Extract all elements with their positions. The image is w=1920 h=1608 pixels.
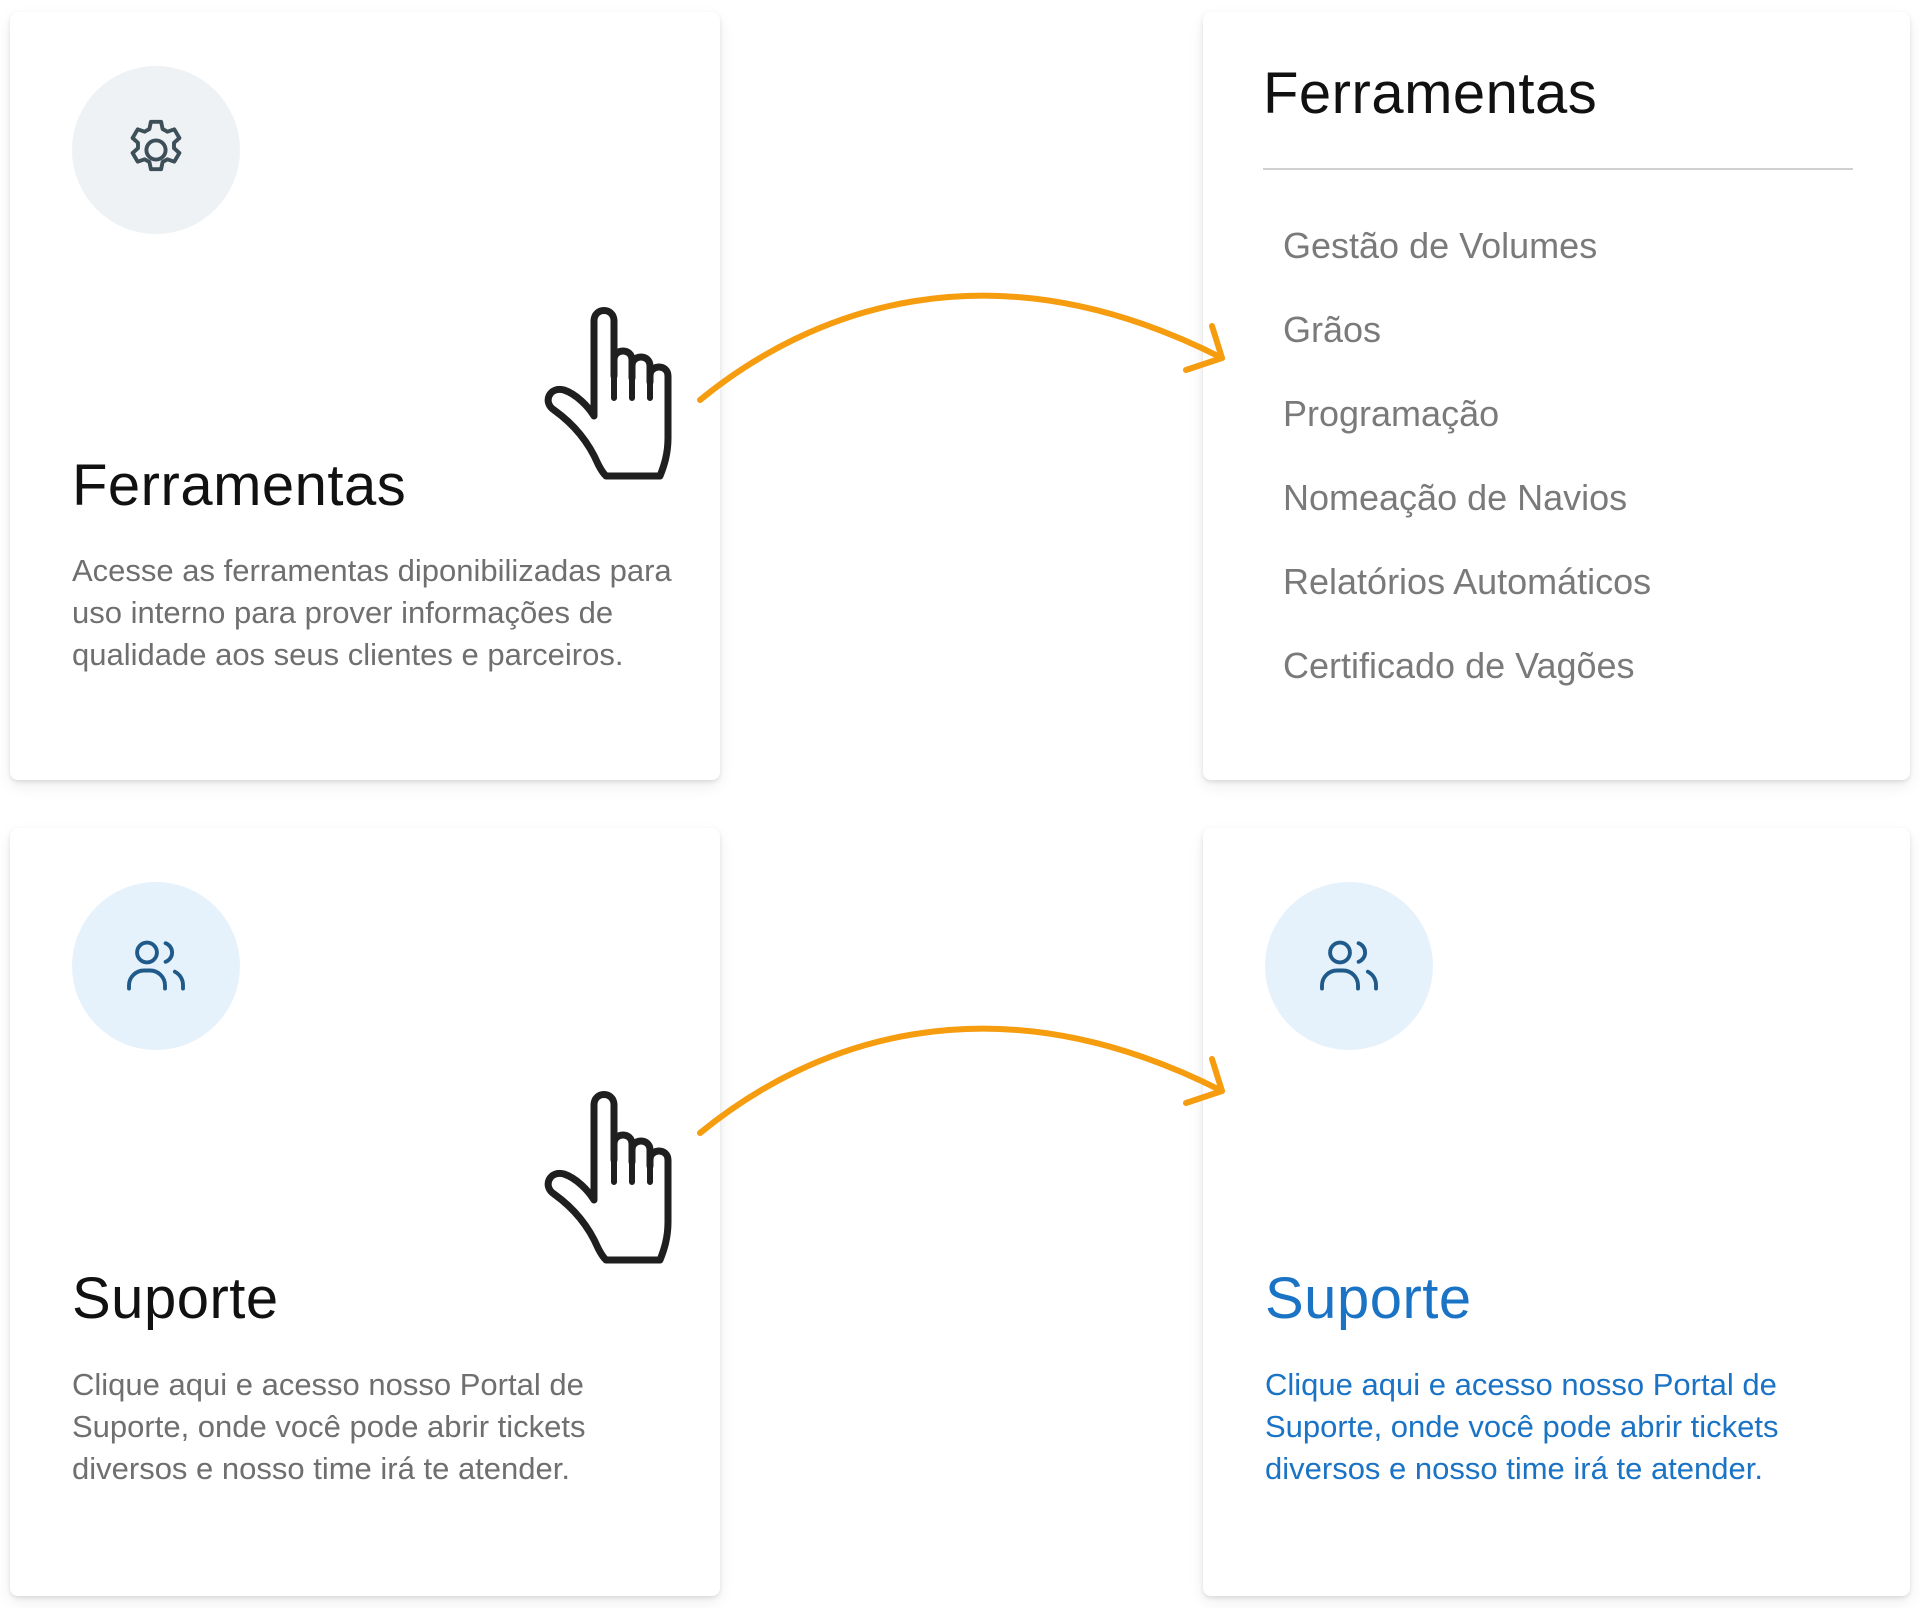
- tools-card-title: Ferramentas: [72, 453, 407, 518]
- support-card-title: Suporte: [72, 1266, 279, 1331]
- support-hover-card-description: Clique aqui e acesso nosso Portal de Sup…: [1265, 1367, 1779, 1486]
- tools-card-description: Acesse as ferramentas diponibilizadas pa…: [72, 553, 672, 672]
- support-card-hover[interactable]: Suporte Clique aqui e acesso nosso Porta…: [1203, 828, 1910, 1596]
- gear-icon: [130, 119, 182, 172]
- curved-arrow-icon: [697, 1025, 1225, 1136]
- support-hover-icon-badge: [1265, 882, 1433, 1050]
- menu-item-relatorios-automaticos[interactable]: Relatórios Automáticos: [1283, 561, 1652, 602]
- menu-item-gestao-de-volumes[interactable]: Gestão de Volumes: [1283, 225, 1598, 266]
- tools-icon-badge: [72, 66, 240, 234]
- menu-item-programacao[interactable]: Programação: [1283, 393, 1500, 434]
- menu-divider: [1263, 168, 1853, 170]
- tools-menu-title: Ferramentas: [1263, 61, 1598, 126]
- curved-arrow-icon: [697, 292, 1225, 403]
- tools-menu-card: Ferramentas Gestão de Volumes Grãos Prog…: [1203, 12, 1910, 780]
- support-card-description: Clique aqui e acesso nosso Portal de Sup…: [72, 1367, 586, 1486]
- menu-item-graos[interactable]: Grãos: [1283, 309, 1382, 350]
- tools-menu-list: Gestão de Volumes Grãos Programação Nome…: [1283, 204, 1651, 708]
- users-icon: [127, 940, 185, 991]
- menu-item-certificado-de-vagoes[interactable]: Certificado de Vagões: [1283, 645, 1635, 686]
- support-hover-card-title: Suporte: [1265, 1266, 1472, 1331]
- menu-item-nomeacao-de-navios[interactable]: Nomeação de Navios: [1283, 477, 1628, 518]
- users-icon: [1320, 940, 1378, 991]
- support-icon-badge: [72, 882, 240, 1050]
- support-card[interactable]: Suporte Clique aqui e acesso nosso Porta…: [10, 828, 720, 1596]
- tools-card[interactable]: Ferramentas Acesse as ferramentas diponi…: [10, 12, 720, 780]
